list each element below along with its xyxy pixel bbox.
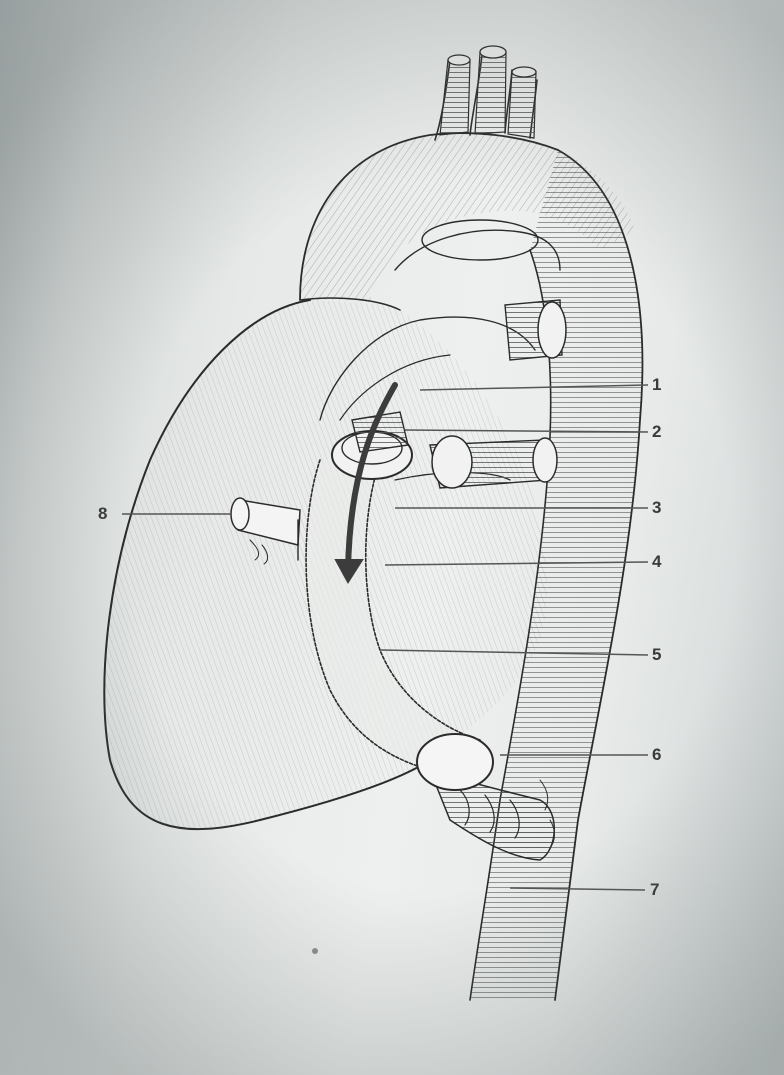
arch-branch-vessels xyxy=(435,46,537,140)
callout-label-4: 4 xyxy=(652,553,661,570)
callout-label-6: 6 xyxy=(652,746,661,763)
callout-label-2: 2 xyxy=(652,423,661,440)
callout-label-3: 3 xyxy=(652,499,661,516)
callout-label-7: 7 xyxy=(650,881,659,898)
callout-label-1: 1 xyxy=(652,376,661,393)
callout-label-8: 8 xyxy=(98,505,107,522)
callout-label-5: 5 xyxy=(652,646,661,663)
dust-speck xyxy=(312,948,318,954)
